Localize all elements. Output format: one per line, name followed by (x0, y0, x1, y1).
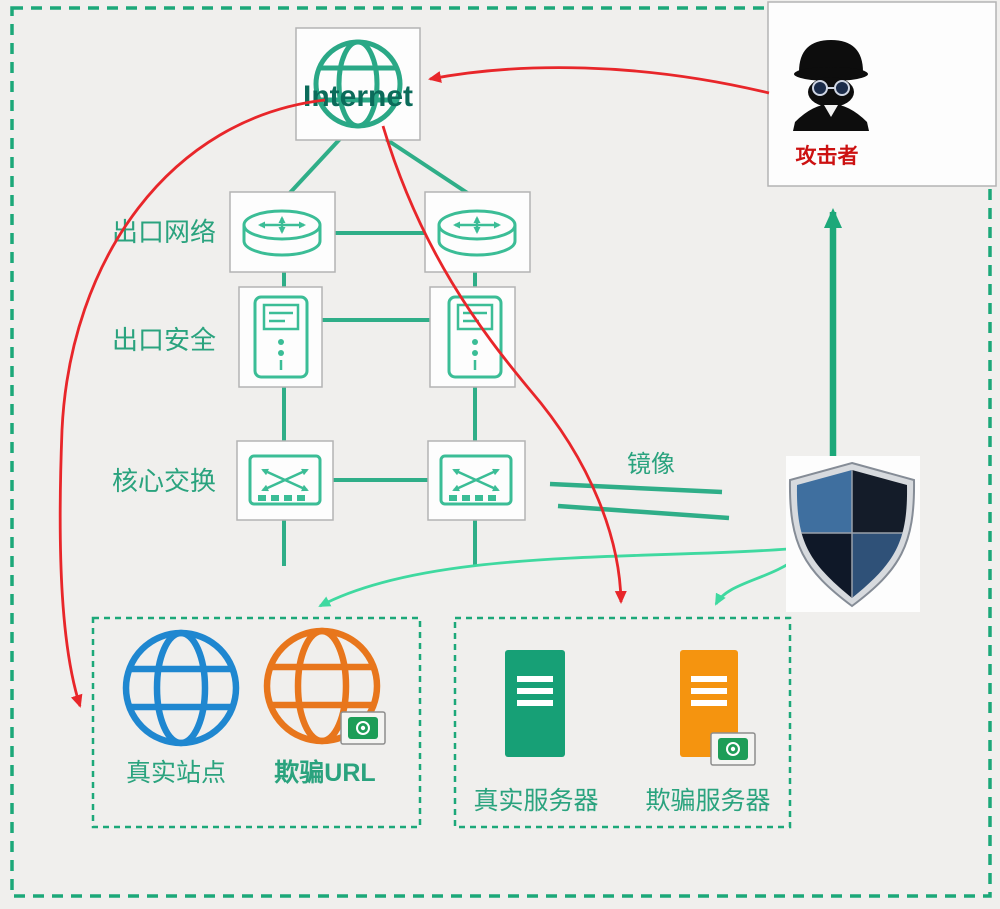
fake-url-globe-icon (263, 627, 381, 745)
camera-badge-icon (340, 711, 386, 745)
attacker-label: 攻击者 (796, 144, 859, 168)
fake-server-label: 欺骗服务器 (645, 787, 770, 815)
outer-dashed-border (10, 6, 992, 898)
router-icon (242, 209, 322, 257)
attack-paths (58, 66, 770, 708)
internet-globe-icon (313, 39, 403, 129)
real-site-label: 真实站点 (126, 759, 226, 787)
switch-icon (439, 454, 513, 506)
internet-to-server-zone-arrow (381, 125, 627, 604)
site-zone-box (91, 616, 422, 829)
shield-icon (786, 456, 920, 612)
router-left-node (229, 191, 336, 273)
fake-server-icon (680, 650, 738, 757)
router-icon (437, 209, 517, 257)
firewall-right-node (429, 286, 516, 388)
firewall-icon (447, 295, 503, 379)
firewall-icon (253, 295, 309, 379)
attacker-to-internet-arrow (428, 66, 770, 95)
core-switching-label: 核心交换 (112, 466, 216, 496)
real-server-label: 真实服务器 (473, 787, 598, 815)
firewall-left-node (238, 286, 323, 388)
server-zone-box (453, 616, 792, 829)
internet-to-real-site-arrow (58, 98, 326, 708)
mirror-label: 镜像 (627, 451, 675, 478)
mirror-lines (549, 481, 730, 521)
attacker-spy-icon (793, 40, 869, 131)
shield-to-fake-url-arrow (318, 547, 789, 608)
mirror-link: 镜像 (549, 451, 730, 521)
camera-badge-icon (710, 732, 756, 766)
switch-right-node (427, 440, 526, 521)
real-site-globe-icon (122, 629, 240, 747)
switch-icon (248, 454, 322, 506)
attacker-node: 攻击者 (767, 1, 997, 187)
internet-node: Internet (295, 27, 421, 141)
switch-left-node (236, 440, 334, 521)
egress-security-label: 出口安全 (112, 325, 216, 355)
internet-label: Internet (303, 80, 413, 113)
router-right-node (424, 191, 531, 273)
real-server-icon (505, 650, 565, 757)
fake-url-label: 欺骗URL (274, 758, 375, 787)
